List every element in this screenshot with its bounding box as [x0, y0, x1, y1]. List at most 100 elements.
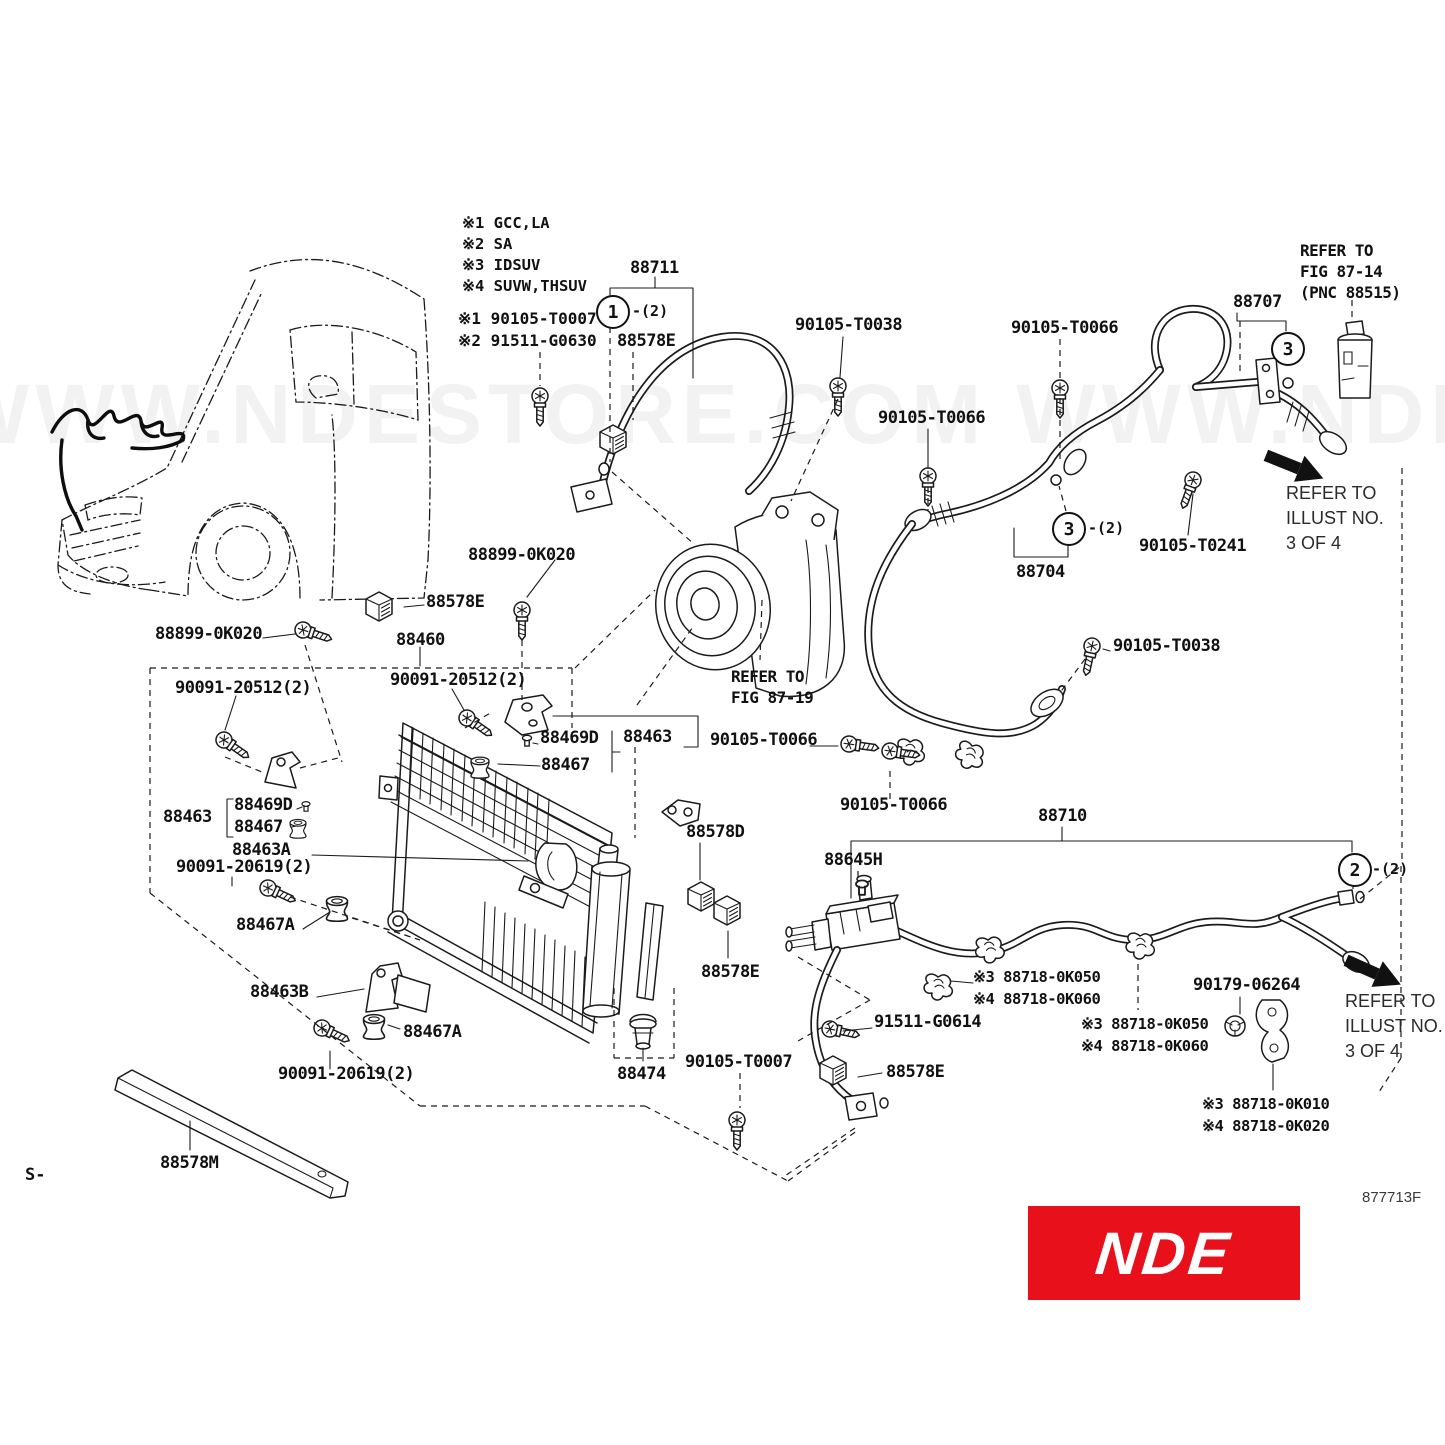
callout-circle-3a: 3 [1271, 332, 1305, 366]
refer-note-fig-87-19: REFER TO FIG 87-19 [731, 667, 814, 708]
bolt-90105-T0241 [1174, 468, 1205, 512]
legend-line: ※2 91511-G0630 [458, 331, 597, 351]
drier-cap-88474 [629, 1013, 657, 1050]
part-label: 90105-T0007 [685, 1052, 793, 1072]
part-label: ※4 88718-0K020 [1202, 1117, 1330, 1135]
refer-arrow-2 [1343, 954, 1401, 987]
callout-qty: -(2) [1372, 860, 1409, 878]
expansion-valve-87-14-part [1337, 320, 1373, 399]
vehicle-outline-sketch [50, 258, 431, 601]
part-label: 90091-20619(2) [278, 1064, 415, 1084]
pad-88578D [687, 881, 715, 912]
part-label: 88460 [396, 630, 445, 650]
part-label: ※4 88718-0K060 [973, 990, 1101, 1008]
expansion-valve-assembly [785, 874, 901, 1121]
nde-logo-text: NDE [1092, 1219, 1236, 1287]
bolt-90105-T0066-3 [839, 734, 881, 757]
part-label: 88463B [250, 982, 309, 1002]
legend-line: ※2 SA [462, 235, 513, 254]
legend-line: ※4 SUVW,THSUV [462, 277, 587, 296]
legend-line: ※1 GCC,LA [462, 214, 550, 232]
bolt-90091-20512-1 [212, 728, 254, 765]
part-label: ※3 88718-0K050 [1081, 1015, 1209, 1033]
part-label: 91511-G0614 [874, 1012, 982, 1032]
part-label: ※3 88718-0K050 [973, 968, 1101, 986]
refer-note-fig-87-14: REFER TO FIG 87-14 (PNC 88515) [1300, 241, 1401, 303]
part-label: 90105-T0241 [1139, 536, 1247, 556]
refer-note-illust-1: REFER TO ILLUST NO. 3 OF 4 [1286, 483, 1384, 553]
part-label: 90105-T0038 [1113, 636, 1221, 656]
part-label: 88899-0K020 [468, 545, 576, 565]
bracket-88463-upper [504, 694, 553, 736]
bolt-90091-20619-2 [310, 1016, 354, 1049]
refer-note-illust-2: REFER TO ILLUST NO. 3 OF 4 [1345, 991, 1443, 1061]
pad-88578E-2 [365, 591, 393, 622]
bracket-88463B [365, 962, 431, 1013]
part-label: 88467A [403, 1022, 462, 1042]
seal-bar-88578M [114, 1069, 349, 1199]
diagram-code: 877713F [1362, 1189, 1422, 1206]
clamp-88463A [518, 842, 578, 909]
callout-qty: -(2) [632, 302, 669, 320]
bolt-90091-20619-1 [256, 876, 300, 909]
bolt-90105-T0038-2 [1077, 635, 1103, 678]
part-label: 90091-20512(2) [390, 670, 527, 690]
clip-88718-1 [923, 973, 954, 1001]
stud-88469D-b [301, 800, 311, 812]
cushion-88467A-1 [325, 895, 349, 923]
part-label: 90105-T0066 [840, 795, 948, 815]
bolt-90105-T0007-bottom [728, 1111, 746, 1151]
alt-bolt-legend: ※1 90105-T0007 ※2 91511-G0630 [458, 308, 597, 352]
pad-88578E-4 [819, 1055, 847, 1086]
part-label: 90105-T0038 [795, 315, 903, 335]
part-label: 88711 [630, 258, 679, 278]
part-label: ※3 88718-0K010 [1202, 1095, 1330, 1113]
part-label: 88578M [160, 1153, 219, 1173]
corner-mark: S- [25, 1165, 46, 1185]
nde-logo: NDE [1028, 1206, 1300, 1300]
part-label: 90105-T0066 [878, 408, 986, 428]
suction-pipe-88707-88704 [904, 304, 1348, 532]
part-label: 90091-20619(2) [176, 857, 313, 877]
dashed-lines [149, 300, 1403, 1182]
hook-bracket-88718 [1255, 999, 1290, 1063]
bolt-91511-G0614 [819, 1018, 862, 1044]
variant-legend: ※1 GCC,LA ※2 SA ※3 IDSUV ※4 SUVW,THSUV [462, 213, 587, 297]
refer-arrow-1 [1263, 449, 1324, 482]
bolt-90091-20512-2 [455, 706, 497, 743]
part-label: 88463A [232, 840, 291, 860]
part-label: 88474 [617, 1064, 666, 1084]
part-label: 88467 [541, 755, 590, 775]
callout-circle-1: 1 [596, 295, 630, 329]
legend-line: ※1 90105-T0007 [458, 309, 597, 328]
bracket-88463-left [264, 751, 301, 789]
part-label: 88463 [623, 727, 672, 747]
legend-line: ※3 IDSUV [462, 256, 541, 275]
part-label: 88578E [701, 962, 760, 982]
liquid-pipe-88704-lower [864, 520, 1066, 773]
part-label: ※4 88718-0K060 [1081, 1037, 1209, 1055]
discharge-hose-88711 [570, 331, 796, 513]
cushion-88467-a [470, 756, 490, 779]
part-label: 88578D [686, 822, 745, 842]
engine-harness-sketch [50, 407, 186, 532]
part-label: 88463 [163, 807, 212, 827]
leader-lines [189, 276, 1353, 1151]
part-label: 88469D [234, 795, 293, 815]
part-label: 88707 [1233, 292, 1282, 312]
part-label: 88469D [540, 728, 599, 748]
bolt-88899-top [513, 601, 531, 641]
part-label: 88467A [236, 915, 295, 935]
part-label: 88467 [234, 817, 283, 837]
bolt-88899-left [292, 619, 335, 648]
part-label: 88578E [426, 592, 485, 612]
cushion-88467A-2 [362, 1013, 386, 1041]
part-label: 88578E [617, 331, 676, 351]
callout-circle-3b: 3 [1052, 512, 1086, 546]
callout-circle-2: 2 [1338, 853, 1372, 887]
part-label: 88899-0K020 [155, 624, 263, 644]
cooler-pipe-88710 [893, 889, 1370, 974]
part-label: 88704 [1016, 562, 1065, 582]
